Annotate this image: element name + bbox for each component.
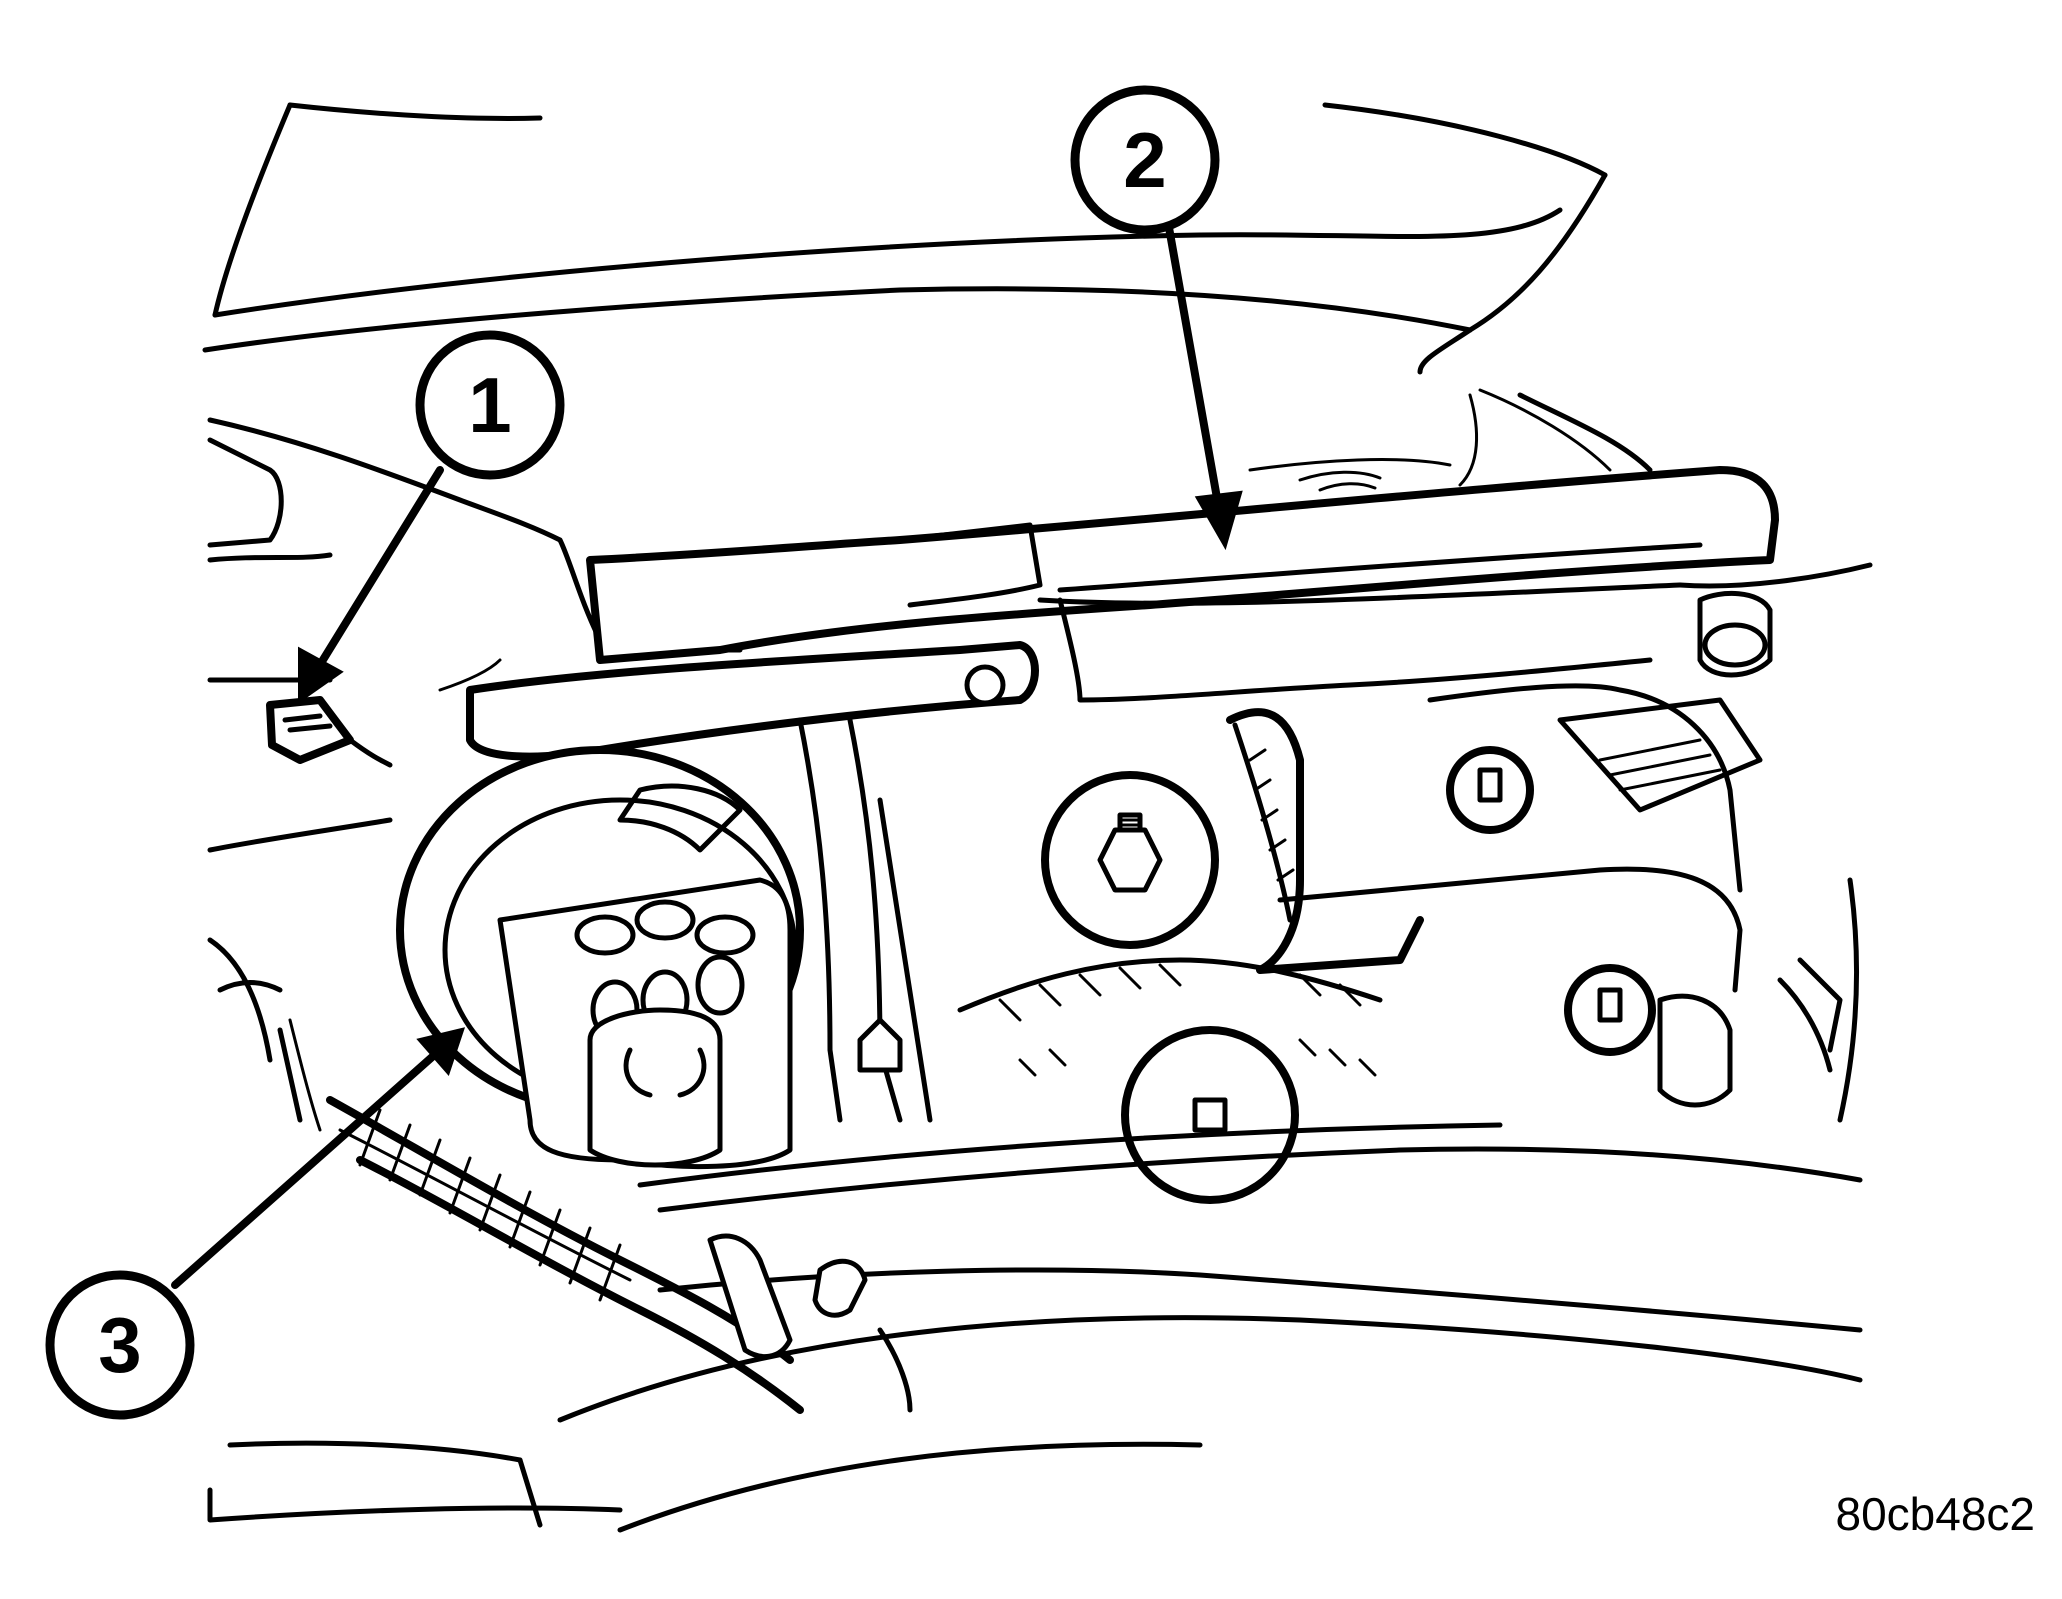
leader-arrow-1 <box>314 466 444 672</box>
callout-1: 1 <box>415 330 565 480</box>
leader-arrows <box>171 218 1243 1289</box>
reference-code: 80cb48c2 <box>1836 1488 2036 1540</box>
leader-arrow-3 <box>171 1046 444 1289</box>
arrowhead-2 <box>1194 490 1243 551</box>
wiper-motor-assembly <box>396 717 933 1170</box>
callout-1-label: 1 <box>468 361 511 449</box>
insulation-pad <box>957 722 1383 1077</box>
arrowhead-3 <box>416 1027 466 1076</box>
upper-body-panels <box>202 102 1653 487</box>
right-bracket <box>1226 590 1860 1123</box>
lower-panel <box>207 1122 1863 1533</box>
arrowhead-1 <box>298 646 344 704</box>
mounting-hardware <box>1041 746 1656 1204</box>
callout-2: 2 <box>1070 85 1220 235</box>
leader-arrow-2 <box>1164 218 1224 519</box>
hose-grille <box>326 1096 913 1414</box>
callout-3-label: 3 <box>98 1301 141 1389</box>
retaining-clip <box>266 696 393 768</box>
callout-2-label: 2 <box>1123 116 1166 204</box>
callout-3: 3 <box>45 1270 195 1420</box>
wiper-linkage-rail <box>586 458 1779 664</box>
